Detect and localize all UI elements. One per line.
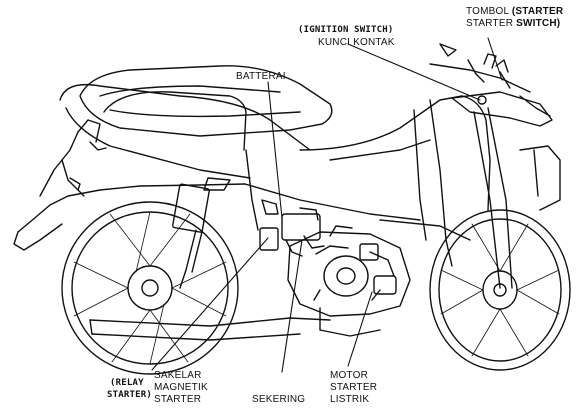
label-kunci-kontak: KUNCI KONTAK xyxy=(318,37,395,48)
rear-body xyxy=(14,85,310,250)
label-starter-switch: STARTER SWITCH) xyxy=(466,18,560,29)
label-motor-2: STARTER xyxy=(330,382,377,393)
label-tombol-text: TOMBOL xyxy=(466,6,509,17)
label-batterai: BATTERAI xyxy=(236,71,286,82)
label-starter-en: (STARTER xyxy=(512,6,563,17)
electrical-components xyxy=(260,200,324,256)
label-switch-en: SWITCH) xyxy=(516,18,560,29)
label-motor-3: LISTRIK xyxy=(330,394,369,405)
label-sakelar-1: SAKELAR xyxy=(154,370,202,381)
label-ignition-switch: (IGNITION SWITCH) xyxy=(298,25,394,36)
front-wheel xyxy=(430,210,570,370)
label-starter-text: STARTER xyxy=(466,18,513,29)
rear-shock xyxy=(172,178,230,288)
label-relay-2: STARTER) xyxy=(107,390,152,401)
rear-wheel xyxy=(62,202,238,374)
frame xyxy=(245,96,490,266)
label-sakelar-3: STARTER xyxy=(154,394,201,405)
label-sekering: SEKERING xyxy=(252,394,305,405)
grab-bar xyxy=(104,92,246,150)
label-sakelar-2: MAGNETIK xyxy=(154,382,208,393)
front-fork xyxy=(430,44,560,288)
label-relay-1: (RELAY xyxy=(110,378,144,389)
label-tombol: TOMBOL (STARTER xyxy=(466,6,563,17)
label-motor-1: MOTOR xyxy=(330,370,368,381)
